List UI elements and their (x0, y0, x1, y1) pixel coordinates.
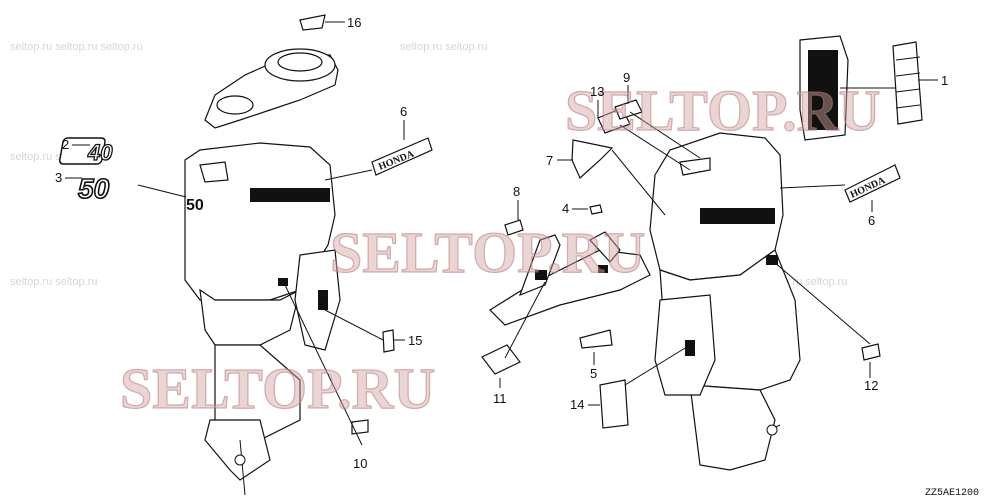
sticker-9 (614, 99, 643, 120)
emblem-50: 50 (77, 172, 110, 205)
callout-8: 8 (513, 184, 520, 199)
label-plate-1 (799, 35, 923, 141)
callout-5: 5 (590, 366, 597, 381)
callout-2: 2 (62, 137, 69, 152)
right-outboard-motor (649, 132, 801, 471)
emblem-40: 40 (58, 137, 114, 166)
sticker-7 (571, 139, 614, 179)
left-outboard-motor: 50 (184, 142, 341, 496)
callout-6-right: 6 (868, 213, 875, 228)
emblem-50-text: 50 (78, 173, 110, 204)
callout-7: 7 (546, 153, 553, 168)
honda-logo-left: HONDA (371, 137, 433, 176)
callout-1: 1 (941, 73, 948, 88)
cowl-stripe-left (250, 188, 330, 202)
sticker-11 (481, 344, 521, 375)
sticker-10 (351, 419, 369, 435)
watermark-bottom-left: SELTOP.RU (120, 356, 435, 421)
sticker-8 (504, 219, 524, 236)
callout-4: 4 (562, 201, 569, 216)
watermark-center: SELTOP.RU (330, 220, 645, 285)
sticker-15 (382, 329, 395, 353)
callout-10: 10 (353, 456, 367, 471)
callout-13: 13 (590, 84, 604, 99)
callout-11: 11 (493, 391, 507, 406)
watermark-top-right: SELTOP.RU (565, 78, 880, 143)
callout-3: 3 (55, 170, 62, 185)
callout-6-left: 6 (400, 104, 407, 119)
drawing-code: ZZ5AE1200 (925, 488, 979, 499)
sticker-4 (589, 204, 603, 215)
top-cover-assembly (204, 14, 339, 129)
emblem-40-text: 40 (87, 140, 113, 165)
honda-logo-right: HONDA (844, 164, 901, 203)
tiller-handle (489, 231, 651, 326)
watermarks: SELTOP.RU SELTOP.RU SELTOP.RU (119, 77, 881, 421)
sticker-16 (299, 14, 326, 31)
callout-9: 9 (623, 70, 630, 85)
svg-text:seltop.ru seltop.ru seltop.r: seltop.ru seltop.ru seltop.ru (10, 41, 143, 53)
callout-16: 16 (347, 15, 361, 30)
sticker-5 (579, 329, 613, 349)
cowl-stripe-right (700, 208, 775, 224)
sticker-12 (861, 343, 881, 361)
svg-text:seltop.ru seltop.ru: seltop.ru seltop.ru (10, 276, 97, 288)
callout-labels: 1 2 3 4 5 6 6 7 8 9 10 11 12 13 14 15 16 (55, 15, 948, 471)
callout-12: 12 (864, 378, 878, 393)
cowl-number-left: 50 (186, 197, 204, 214)
svg-text:seltop.ru seltop.ru: seltop.ru seltop.ru (400, 41, 487, 53)
sticker-14 (599, 379, 629, 429)
callout-15: 15 (408, 333, 422, 348)
callout-14: 14 (570, 397, 584, 412)
